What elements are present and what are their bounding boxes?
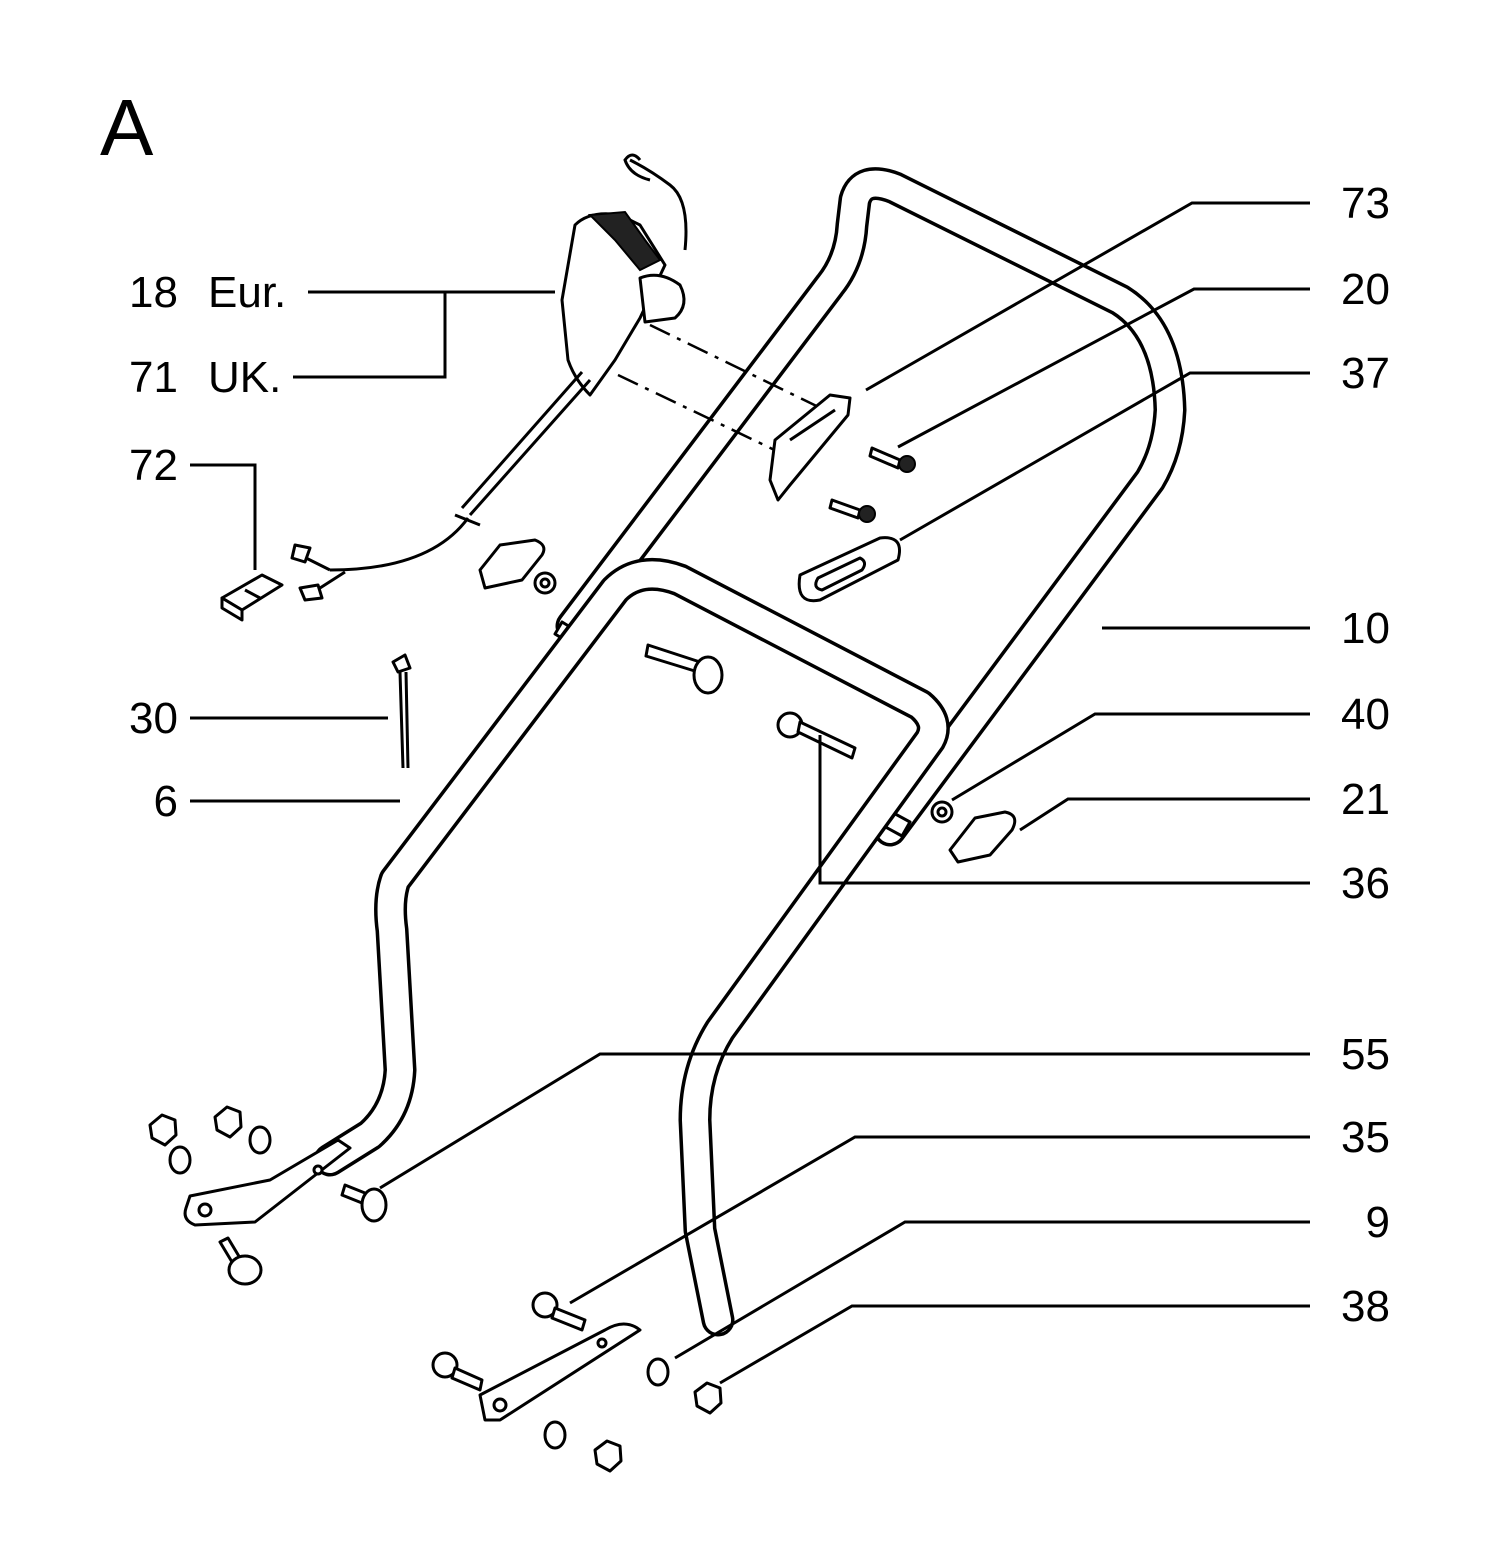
callout-35: 35 — [1341, 1113, 1390, 1162]
callout-55: 55 — [1341, 1030, 1390, 1079]
callout-71: 71 — [129, 353, 178, 402]
lower-handle — [183, 557, 950, 1422]
knob-left — [478, 538, 557, 595]
left-foot-hardware — [148, 1105, 388, 1286]
variant-uk: UK. — [208, 353, 281, 402]
callout-72: 72 — [129, 441, 178, 490]
control-lever-assembly — [290, 153, 836, 602]
bolt-middle — [776, 711, 857, 760]
cable-clip — [768, 393, 852, 502]
cable-tie — [391, 653, 412, 769]
connector — [220, 573, 284, 622]
callout-36: 36 — [1341, 859, 1390, 908]
callout-40: 40 — [1341, 690, 1390, 739]
callout-20: 20 — [1341, 265, 1390, 314]
section-letter: A — [100, 83, 154, 172]
callout-21: 21 — [1341, 775, 1390, 824]
right-foot-hardware — [431, 1291, 723, 1473]
screws-20 — [828, 446, 916, 523]
callout-30: 30 — [129, 694, 178, 743]
leader-lines — [190, 201, 1310, 1385]
callout-6: 6 — [154, 777, 178, 826]
callout-38: 38 — [1341, 1282, 1390, 1331]
callout-10: 10 — [1341, 604, 1390, 653]
callout-37: 37 — [1341, 349, 1390, 398]
callout-73: 73 — [1341, 179, 1390, 228]
callout-18: 18 — [129, 268, 178, 317]
bolt-upper — [644, 643, 724, 695]
knob-right — [930, 800, 1017, 864]
callout-labels: 73 20 37 10 40 21 36 55 35 9 38 18 Eur. … — [129, 179, 1390, 1331]
callout-9: 9 — [1366, 1198, 1390, 1247]
variant-eur: Eur. — [208, 268, 286, 317]
left-foot-plate — [183, 1138, 352, 1227]
cable-guide — [797, 536, 901, 603]
